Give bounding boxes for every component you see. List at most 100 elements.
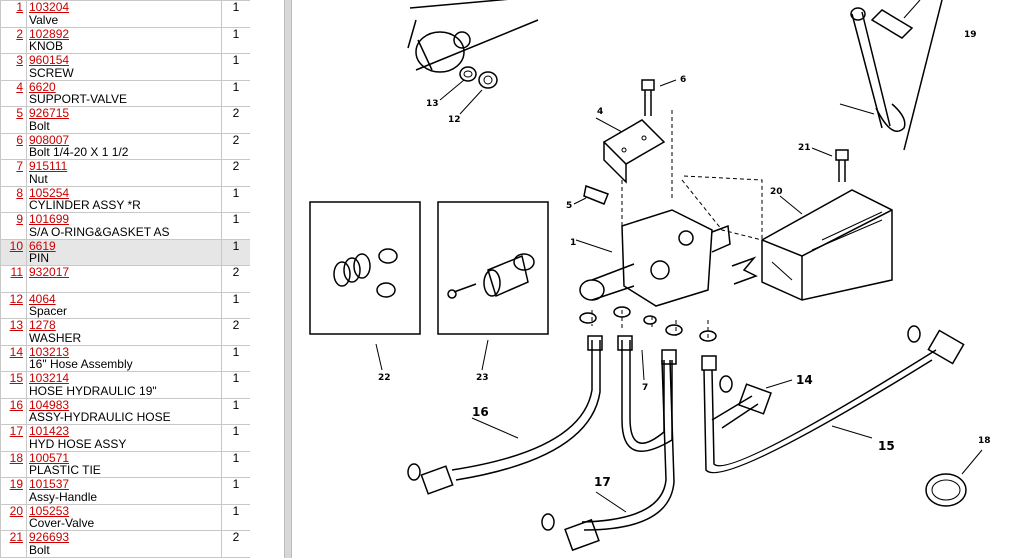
- part-number-link[interactable]: 103213: [29, 345, 70, 359]
- quantity-cell: 1: [221, 53, 250, 81]
- callout-22: 22: [378, 373, 391, 383]
- part-number-link[interactable]: 101423: [29, 424, 70, 438]
- part-number-link[interactable]: 1278: [29, 318, 56, 332]
- part-number-link[interactable]: 103204: [29, 0, 70, 14]
- item-number-link[interactable]: 7: [16, 159, 23, 173]
- quantity-cell: 2: [221, 159, 250, 187]
- item-number-link[interactable]: 11: [10, 265, 23, 279]
- part-number-link[interactable]: 101699: [29, 212, 70, 226]
- item-number-link[interactable]: 8: [16, 186, 23, 200]
- item-number-cell: 13: [0, 318, 27, 346]
- item-number-link[interactable]: 20: [9, 504, 23, 518]
- item-number-link[interactable]: 3: [16, 53, 23, 67]
- item-number-link[interactable]: 17: [9, 424, 23, 438]
- item-number-link[interactable]: 2: [16, 27, 23, 41]
- item-number-cell: 1: [0, 0, 27, 28]
- part-description: Spacer: [29, 304, 68, 318]
- part-number-link[interactable]: 926693: [29, 530, 70, 544]
- item-number-link[interactable]: 16: [9, 398, 23, 412]
- item-number-link[interactable]: 6: [16, 133, 23, 147]
- quantity-cell: 1: [221, 477, 250, 505]
- item-number-link[interactable]: 14: [9, 345, 23, 359]
- part-number-link[interactable]: 4064: [29, 292, 56, 306]
- quantity-cell: 1: [221, 291, 250, 319]
- part-number-link[interactable]: 100571: [29, 451, 70, 465]
- item-number-link[interactable]: 15: [9, 371, 23, 385]
- part-number-link[interactable]: 102892: [29, 27, 70, 41]
- bolt-21-drawing: [811, 147, 849, 182]
- quantity-cell: 1: [221, 185, 250, 213]
- item-number-link[interactable]: 21: [9, 530, 23, 544]
- item-number-link[interactable]: 4: [16, 80, 23, 94]
- item-number-cell: 7: [0, 159, 27, 187]
- part-number-link[interactable]: 105254: [29, 186, 70, 200]
- callout-16: 16: [472, 405, 489, 419]
- part-number-link[interactable]: 6620: [29, 80, 56, 94]
- quantity-cell: 1: [221, 26, 250, 54]
- item-number-link[interactable]: 19: [9, 477, 23, 491]
- part-number-link[interactable]: 932017: [29, 265, 70, 279]
- part-description: Cover-Valve: [29, 516, 95, 530]
- part-number-link[interactable]: 960154: [29, 53, 70, 67]
- item-number-link[interactable]: 10: [9, 239, 23, 253]
- part-cell: 932017: [26, 265, 222, 293]
- part-description: HYD HOSE ASSY: [29, 436, 127, 451]
- item-number-cell: 14: [0, 344, 27, 372]
- item-number-link[interactable]: 5: [16, 106, 23, 120]
- part-description: Bolt 1/4-20 X 1 1/2: [29, 145, 129, 159]
- callout-14: 14: [796, 373, 813, 387]
- fittings-drawing: [579, 306, 717, 371]
- plastic-tie-drawing: [925, 449, 983, 507]
- part-number-link[interactable]: 103214: [29, 371, 70, 385]
- part-number-link[interactable]: 915111: [29, 159, 68, 173]
- item-number-link[interactable]: 12: [9, 292, 23, 306]
- part-number-link[interactable]: 104983: [29, 398, 70, 412]
- part-number-link[interactable]: 926715: [29, 106, 70, 120]
- callout-17: 17: [594, 475, 611, 489]
- part-number-link[interactable]: 101537: [29, 477, 70, 491]
- part-number-link[interactable]: 908007: [29, 133, 70, 147]
- item-number-link[interactable]: 1: [16, 0, 23, 14]
- item-number-cell: 8: [0, 185, 27, 213]
- item-number-link[interactable]: 9: [16, 212, 23, 226]
- part-description: Bolt: [29, 542, 50, 557]
- item-number-link[interactable]: 18: [9, 451, 23, 465]
- pane-splitter[interactable]: [284, 0, 292, 558]
- item-number-link[interactable]: 13: [9, 318, 23, 332]
- quantity-cell: 1: [221, 238, 250, 266]
- part-number-link[interactable]: 6619: [29, 239, 56, 253]
- part-number-link[interactable]: 105253: [29, 504, 70, 518]
- callout-5: 5: [566, 201, 572, 211]
